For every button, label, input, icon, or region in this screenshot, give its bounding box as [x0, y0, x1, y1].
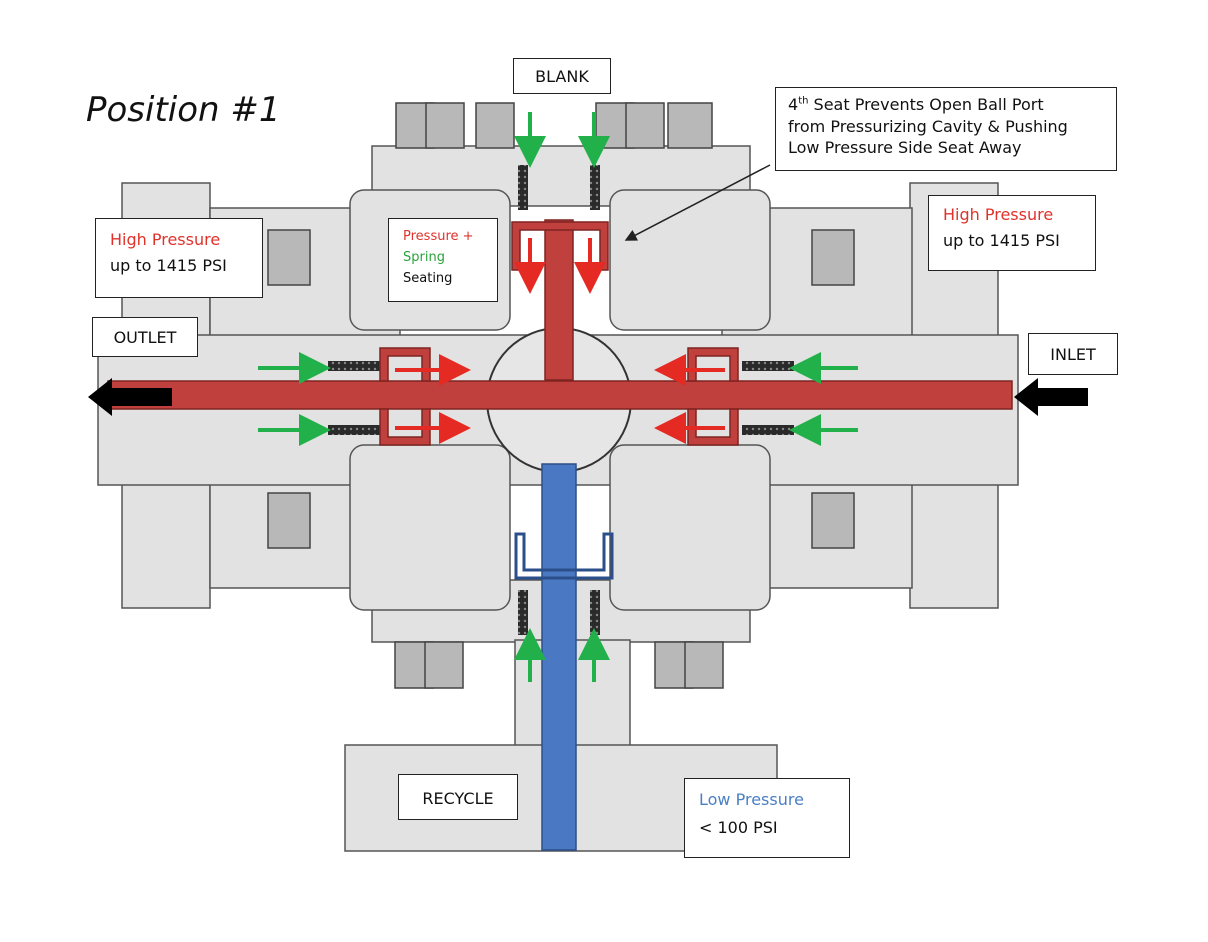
bolt — [625, 102, 665, 149]
right-upper-seat — [687, 347, 739, 382]
seating-line-3: Seating — [403, 270, 453, 286]
bolt — [667, 102, 713, 149]
fourth-seat-line-3: Low Pressure Side Seat Away — [788, 138, 1022, 158]
bolt — [811, 492, 855, 549]
spring — [328, 361, 380, 371]
left-lower-seat — [379, 408, 431, 446]
upper-stem — [544, 219, 574, 381]
low-pressure-label: Low Pressure < 100 PSI — [684, 778, 850, 858]
spring — [328, 425, 380, 435]
spring — [742, 425, 794, 435]
lower-right-block — [609, 444, 771, 611]
bolts — [267, 102, 855, 689]
high-pressure-right-label: High Pressure up to 1415 PSI — [928, 195, 1096, 271]
spring — [742, 361, 794, 371]
upper-right-block — [609, 189, 771, 331]
fourth-seat-line-1: 4th Seat Prevents Open Ball Port — [788, 94, 1104, 116]
seating-label: Pressure + Spring Seating — [388, 218, 498, 302]
flow-arrows — [88, 378, 1088, 416]
bolt — [811, 229, 855, 286]
seating-line-1: Pressure + — [403, 229, 474, 244]
inlet-text: INLET — [1050, 345, 1096, 364]
fourth-seat-line-2: from Pressurizing Cavity & Pushing — [788, 116, 1068, 136]
bolt — [267, 229, 311, 286]
spring-arrows — [258, 112, 858, 682]
high-pressure-right-line-1: High Pressure — [943, 205, 1054, 224]
high-pressure-right-line-2: up to 1415 PSI — [943, 230, 1060, 250]
outlet-text: OUTLET — [113, 328, 177, 347]
seating-line-2: Spring — [403, 249, 445, 265]
inlet-label: INLET — [1028, 333, 1118, 375]
fourth-seat-callout: 4th Seat Prevents Open Ball Port from Pr… — [775, 87, 1117, 171]
low-pressure-line-1: Low Pressure — [699, 790, 804, 809]
page-title: Position #1 — [86, 90, 281, 130]
fourth-seat-sup: th — [798, 95, 809, 107]
recycle-label: RECYCLE — [398, 774, 518, 820]
blank-label: BLANK — [513, 58, 611, 94]
high-pressure-left-line-2: up to 1415 PSI — [110, 255, 227, 275]
fourth-seat-prefix: 4 — [788, 95, 799, 114]
main-bore — [107, 380, 1013, 410]
low-pressure-seat — [514, 532, 614, 580]
springs — [328, 165, 794, 635]
pressure-arrows — [395, 238, 725, 444]
high-pressure-channel — [107, 219, 1013, 446]
bolt — [424, 641, 464, 689]
bolt — [684, 641, 724, 689]
low-pressure-line-2: < 100 PSI — [699, 817, 778, 837]
recycle-text: RECYCLE — [422, 789, 494, 808]
spring — [590, 590, 600, 635]
outlet-arrow — [88, 378, 172, 416]
spring — [590, 165, 600, 210]
bolt — [267, 492, 311, 549]
callout-pointer — [624, 164, 771, 241]
bolt — [425, 102, 465, 149]
low-pressure-channel — [514, 463, 614, 851]
spring — [518, 165, 528, 210]
inlet-arrow — [1014, 378, 1088, 416]
low-pressure-stem — [541, 463, 577, 851]
high-pressure-left-line-1: High Pressure — [110, 230, 221, 249]
bolt — [475, 102, 515, 149]
right-lower-seat — [687, 408, 739, 446]
left-upper-seat — [379, 347, 431, 382]
outlet-label: OUTLET — [92, 317, 198, 357]
blank-text: BLANK — [535, 67, 589, 86]
spring — [518, 590, 528, 635]
high-pressure-left-label: High Pressure up to 1415 PSI — [95, 218, 263, 298]
fourth-seat-rest: Seat Prevents Open Ball Port — [808, 95, 1044, 114]
lower-left-block — [349, 444, 511, 611]
